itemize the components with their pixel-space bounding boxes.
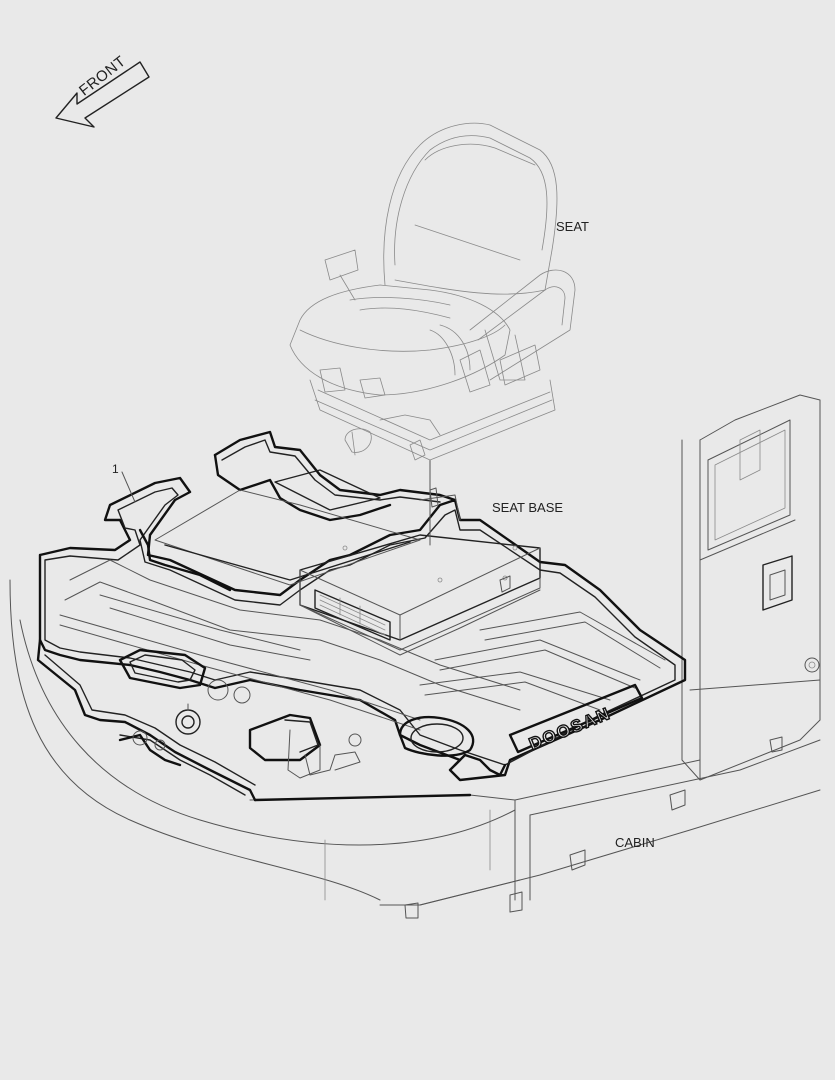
- seat-assembly: [289, 122, 576, 461]
- seat-label: SEAT: [556, 219, 589, 234]
- floor-body: [9, 579, 516, 901]
- front-arrow-icon: [55, 61, 150, 128]
- cabin-label: CABIN: [615, 835, 655, 850]
- floor-mat: DOOSAN: [36, 430, 687, 802]
- cabin-structure: [379, 394, 821, 919]
- seat-base-box: [299, 487, 541, 656]
- leader-lines: [121, 459, 431, 546]
- part-callout-number: 1: [112, 462, 119, 476]
- seat-base-label: SEAT BASE: [492, 500, 564, 515]
